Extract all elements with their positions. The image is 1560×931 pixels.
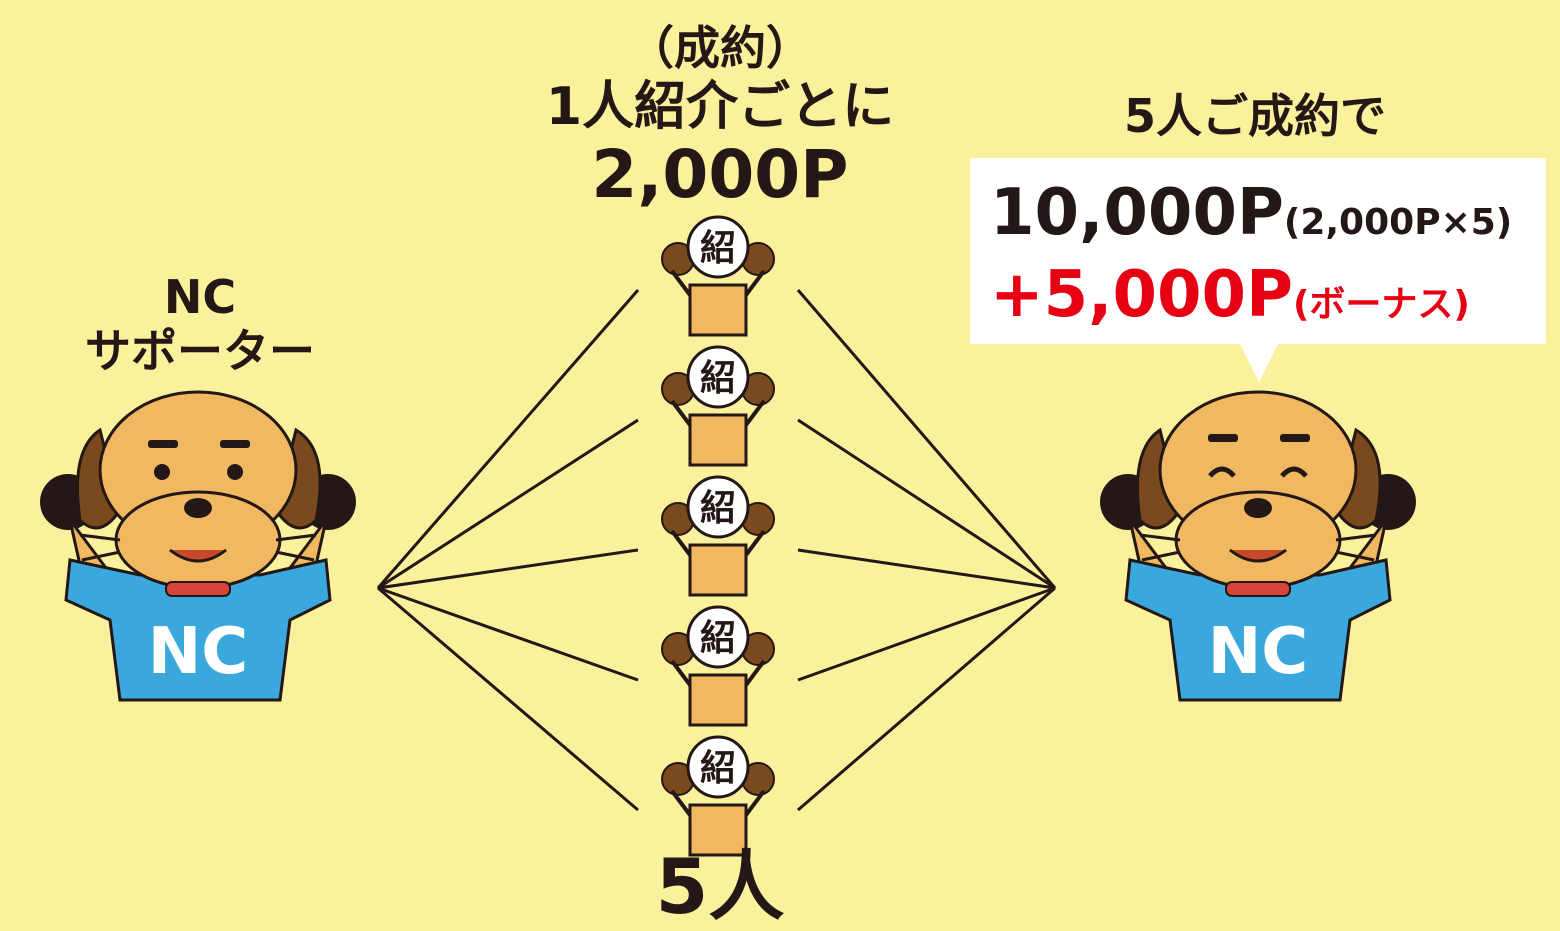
- connector-line: [797, 586, 1056, 682]
- reward-amount: 10,000P: [990, 176, 1284, 250]
- five-contracts-label: 5人ご成約で: [1123, 89, 1386, 143]
- reward-amount-note: (2,000P×5): [1283, 202, 1513, 243]
- connector-line: [376, 289, 640, 589]
- referral-person: 紹: [661, 735, 775, 857]
- referral-badge-char: 紹: [700, 358, 736, 399]
- rewarded-dog-figure: NC: [1100, 390, 1416, 702]
- connector-line: [377, 586, 639, 682]
- bonus-line: +5,000P(ボーナス): [990, 258, 1530, 332]
- supporter-label-line1: NC: [163, 270, 237, 324]
- connector-line: [797, 548, 1056, 590]
- supporter-label-line2: サポーター: [85, 324, 315, 378]
- reward-amount-line: 10,000P(2,000P×5): [990, 176, 1530, 250]
- referral-person: 紹: [661, 475, 775, 597]
- referral-person: 紹: [661, 345, 775, 467]
- referral-count-label: 5人: [655, 842, 785, 931]
- referral-person: 紹: [661, 215, 775, 337]
- connector-line: [797, 418, 1056, 590]
- referral-badge-char: 紹: [700, 228, 736, 269]
- speech-bubble-tail: [1237, 338, 1281, 382]
- referral-badge-char: 紹: [700, 618, 736, 659]
- connector-line: [377, 586, 639, 812]
- connector-line: [377, 548, 639, 590]
- per-referral-points: 2,000P: [591, 136, 849, 213]
- left-shirt-text: NC: [148, 615, 249, 689]
- bonus-note: (ボーナス): [1292, 284, 1470, 325]
- supporter-dog-figure: NC: [40, 390, 356, 702]
- contract-note: （成約）: [628, 21, 812, 75]
- connector-line: [796, 289, 1057, 589]
- bonus-amount: +5,000P: [990, 258, 1293, 332]
- connector-lines: [376, 289, 1057, 812]
- referral-badge-char: 紹: [700, 748, 736, 789]
- right-shirt-text: NC: [1208, 615, 1309, 689]
- referral-person: 紹: [661, 605, 775, 727]
- supporter-label: NC サポーター: [60, 270, 340, 378]
- per-referral-label: 1人紹介ごとに: [545, 77, 895, 137]
- reward-speech-bubble: [970, 158, 1546, 344]
- connector-line: [377, 418, 639, 590]
- connector-line: [797, 586, 1056, 812]
- referral-badge-char: 紹: [700, 488, 736, 529]
